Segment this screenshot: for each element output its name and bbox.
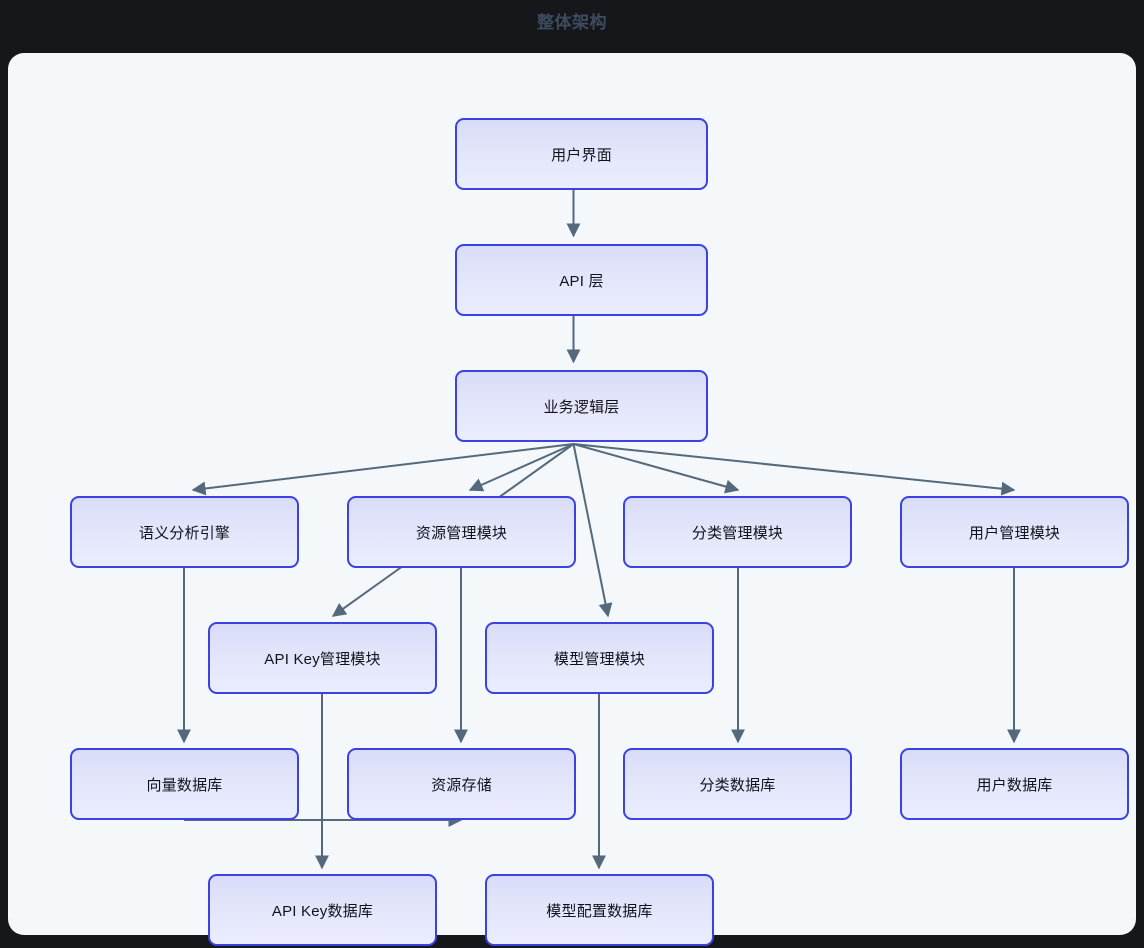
flowchart-node-label: API Key数据库 [271, 902, 374, 920]
flowchart-graph: 用户界面 API 层业务逻辑层语义分析引擎 资源管理模块 分类管理模块 用户管理模块 AP… [8, 53, 1136, 948]
flowchart-node-label: 模型配置数据库 [546, 902, 653, 920]
flowchart-node-resstore[interactable]: 资源存储 [347, 748, 576, 820]
flowchart-node-resource[interactable]: 资源管理模块 [347, 496, 576, 568]
flowchart-node-keydb[interactable]: API Key数据库 [208, 874, 437, 946]
flowchart-node-label: 模型管理模块 [553, 650, 646, 668]
flowchart-node-label: 分类管理模块 [691, 524, 784, 542]
flowchart-node-label: API Key管理模块 [264, 650, 381, 668]
flowchart-node-label: 用户界面 [551, 146, 612, 164]
flowchart-node-category[interactable]: 分类管理模块 [623, 496, 852, 568]
flowchart-node-ui[interactable]: 用户界面 [455, 118, 708, 190]
flowchart-edge-biz-to-category [573, 443, 740, 494]
flowchart-node-label: 资源存储 [431, 776, 492, 794]
flowchart-node-api[interactable]: API 层 [455, 244, 708, 316]
flowchart-node-semantic[interactable]: 语义分析引擎 [70, 496, 299, 568]
page-title: 整体架构 [537, 13, 607, 32]
flowchart-node-label: 业务逻辑层 [543, 398, 620, 416]
flowchart-node-apikey[interactable]: API Key管理模块 [208, 622, 437, 694]
flowchart-node-label: 分类数据库 [699, 776, 776, 794]
flowchart-node-vecdb[interactable]: 向量数据库 [70, 748, 299, 820]
flowchart-node-biz[interactable]: 业务逻辑层 [455, 370, 708, 442]
flowchart-node-label: 资源管理模块 [415, 524, 508, 542]
flowchart-edge-biz-to-model [572, 443, 613, 618]
flowchart-node-userdb[interactable]: 用户数据库 [900, 748, 1129, 820]
flowchart-edge-biz-to-user [573, 443, 1016, 496]
flowchart-node-label: 用户数据库 [976, 776, 1053, 794]
flowchart-node-user[interactable]: 用户管理模块 [900, 496, 1129, 568]
flowchart-node-label: 向量数据库 [146, 776, 223, 794]
flowchart-node-label: 语义分析引擎 [138, 524, 231, 542]
flowchart-node-label: 用户管理模块 [968, 524, 1061, 542]
flowchart-node-modeldb[interactable]: 模型配置数据库 [485, 874, 714, 946]
flowchart-edge-biz-to-resource [468, 443, 574, 492]
flowchart-node-label: API 层 [559, 272, 604, 290]
flowchart-edge-biz-to-semantic [191, 443, 574, 496]
flowchart-node-model[interactable]: 模型管理模块 [485, 622, 714, 694]
flowchart-node-catdb[interactable]: 分类数据库 [623, 748, 852, 820]
